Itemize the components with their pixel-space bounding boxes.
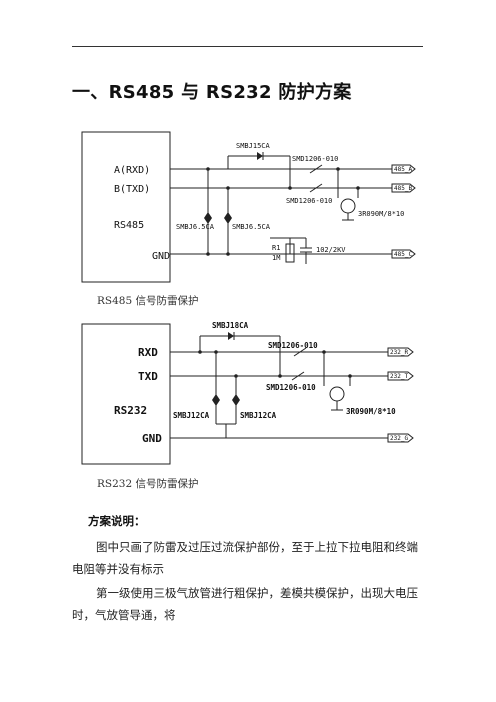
diode-icon xyxy=(224,218,232,224)
rs485-b-label: B(TXD) xyxy=(114,184,150,195)
rs232-gdt-label: 3R090M/8*10 xyxy=(346,407,396,416)
diode-icon xyxy=(212,394,220,400)
rs485-tvs1-label: SMBJ6.5CA xyxy=(176,223,215,231)
diode-icon xyxy=(232,394,240,400)
rs485-caption: RS485 信号防雷保护 xyxy=(97,295,199,307)
rs485-chip-box xyxy=(81,131,171,283)
diode-icon xyxy=(257,152,263,160)
paragraph-1: 图中只画了防雷及过压过流保护部份，至于上拉下拉电阻和终端电阻等并没有标示 xyxy=(72,540,418,576)
rs232-schematic: RXD TXD RS232 GND SMBJ18CA SMD1206-010 S… xyxy=(81,321,414,465)
rs485-a-label: A(RXD) xyxy=(114,165,150,176)
rs485-gnd-label: GND xyxy=(152,251,170,262)
page-title: 一、RS485 与 RS232 防护方案 xyxy=(72,82,352,103)
rs485-smd2-label: SMD1206-010 xyxy=(286,197,332,205)
rs232-smd1-label: SMD1206-010 xyxy=(268,341,318,350)
rs232-smbj18-label: SMBJ18CA xyxy=(212,321,249,330)
rs232-smd2-label: SMD1206-010 xyxy=(266,383,316,392)
rs485-cap-label: 102/2KV xyxy=(316,246,346,254)
rs232-txd-label: TXD xyxy=(138,370,158,383)
rs485-out-c: 485_C xyxy=(394,251,412,258)
rs485-out-a: 485_A xyxy=(394,166,412,173)
rs485-gdt-label: 3R090M/8*10 xyxy=(358,210,404,218)
paragraph-2: 第一级使用三极气放管进行粗保护，差模共模保护，出现大电压时，气放管导通，将 xyxy=(72,586,418,622)
rs485-smbj15-label: SMBJ15CA xyxy=(236,142,271,150)
rs232-rxd-label: RXD xyxy=(138,346,158,359)
rs232-out-r: 232_R xyxy=(390,349,408,356)
rs232-out-g: 232_G xyxy=(390,435,408,442)
diode-icon xyxy=(228,332,234,340)
rs232-tvs2-label: SMBJ12CA xyxy=(240,411,277,420)
rs232-chip-label: RS232 xyxy=(114,404,147,417)
rs485-smd1-label: SMD1206-010 xyxy=(292,155,338,163)
rs485-out-b: 485_B xyxy=(394,185,412,192)
rs232-out-t: 232_T xyxy=(390,373,408,380)
rs485-r1-label: R1 xyxy=(272,244,280,252)
diode-icon xyxy=(232,400,240,406)
header-rule xyxy=(72,46,423,47)
rs232-gnd-label: GND xyxy=(142,432,162,445)
rs485-chip-label: RS485 xyxy=(114,220,144,231)
section-heading: 方案说明： xyxy=(88,514,146,528)
rs485-r1-value: 1M xyxy=(272,254,280,262)
diode-icon xyxy=(224,212,232,218)
diode-icon xyxy=(212,400,220,406)
rs485-schematic: A(RXD) B(TXD) RS485 GND SMBJ15CA SMD1206… xyxy=(81,131,416,283)
rs485-tvs2-label: SMBJ6.5CA xyxy=(232,223,271,231)
rs232-chip-box xyxy=(81,323,171,465)
diode-icon xyxy=(204,218,212,224)
rs232-tvs1-label: SMBJ12CA xyxy=(173,411,210,420)
diode-icon xyxy=(204,212,212,218)
rs232-caption: RS232 信号防雷保护 xyxy=(97,478,199,490)
